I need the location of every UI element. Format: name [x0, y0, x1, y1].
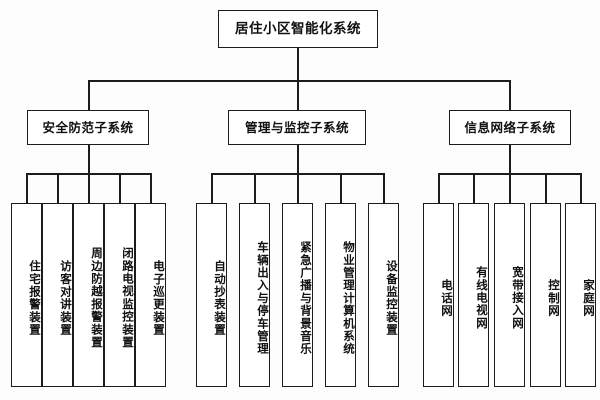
connector-group2-leaf-3 — [297, 173, 299, 203]
connector-group1-leaf-5 — [150, 173, 152, 203]
connector-group2-stem — [297, 145, 299, 173]
connector-branch-3-drop — [509, 80, 511, 110]
connector-group3-leaf-3 — [509, 173, 511, 203]
leaf-node: 自动抄表装置 — [196, 203, 227, 387]
connector-group3-leaf-4 — [545, 173, 547, 203]
leaf-node-label: 控制网 — [547, 278, 561, 318]
connector-level2-bus — [88, 80, 510, 82]
leaf-node: 电话网 — [423, 203, 454, 387]
connector-group2-leaf-4 — [340, 173, 342, 203]
leaf-node-label: 有线电视网 — [475, 266, 489, 330]
connector-group2-leaf-2 — [254, 173, 256, 203]
leaf-node: 有线电视网 — [458, 203, 489, 387]
leaf-node: 宽带接入网 — [494, 203, 525, 387]
leaf-node-label: 紧急广播与背景音乐 — [299, 240, 313, 356]
branch-node-management: 管理与监控子系统 — [228, 110, 366, 145]
leaf-node: 物业管理计算机系统 — [325, 203, 356, 387]
leaf-node-label: 闭路电视监控装置 — [121, 247, 135, 349]
leaf-node: 紧急广播与背景音乐 — [282, 203, 313, 387]
leaf-node-label: 电子巡更装置 — [152, 259, 166, 337]
connector-root-stem — [297, 48, 299, 80]
leaf-node: 家庭网 — [565, 203, 596, 387]
leaf-node: 控制网 — [530, 203, 561, 387]
leaf-node-label: 车辆出入与停车管理 — [256, 240, 270, 356]
leaf-node-label: 自动抄表装置 — [213, 259, 227, 337]
connector-group1-leaf-1 — [26, 173, 28, 203]
branch-node-network-label: 信息网络子系统 — [464, 119, 556, 135]
connector-group2-leaf-5 — [383, 173, 385, 203]
leaf-node-label: 住宅报警装置 — [28, 259, 42, 337]
leaf-node: 住宅报警装置 — [11, 203, 42, 387]
connector-group1-leaf-2 — [57, 173, 59, 203]
root-node-label: 居住小区智能化系统 — [235, 20, 361, 37]
root-node: 居住小区智能化系统 — [218, 10, 378, 48]
leaf-node-label: 家庭网 — [582, 278, 596, 318]
branch-node-management-label: 管理与监控子系统 — [244, 119, 349, 135]
branch-node-security-label: 安全防范子系统 — [42, 119, 134, 135]
leaf-node-label: 设备监控装置 — [385, 259, 399, 337]
leaf-node-label: 电话网 — [440, 278, 454, 318]
connector-branch-2-drop — [297, 80, 299, 110]
leaf-node: 设备监控装置 — [368, 203, 399, 387]
leaf-node: 闭路电视监控装置 — [104, 203, 135, 387]
connector-group1-leaf-4 — [119, 173, 121, 203]
connector-branch-1-drop — [88, 80, 90, 110]
connector-group3-stem — [509, 145, 511, 173]
connector-group3-leaf-5 — [580, 173, 582, 203]
connector-group1-stem — [88, 145, 90, 173]
connector-group1-leaf-3 — [88, 173, 90, 203]
branch-node-security: 安全防范子系统 — [27, 110, 149, 145]
leaf-node-label: 周边防越报警装置 — [90, 247, 104, 349]
leaf-node-label: 物业管理计算机系统 — [342, 240, 356, 356]
leaf-node-label: 宽带接入网 — [511, 266, 525, 330]
branch-node-network: 信息网络子系统 — [449, 110, 571, 145]
leaf-node: 电子巡更装置 — [135, 203, 166, 387]
leaf-node-label: 访客对讲装置 — [59, 259, 73, 337]
leaf-node: 车辆出入与停车管理 — [239, 203, 270, 387]
connector-group2-leaf-1 — [211, 173, 213, 203]
leaf-node: 周边防越报警装置 — [73, 203, 104, 387]
connector-group3-leaf-1 — [438, 173, 440, 203]
leaf-node: 访客对讲装置 — [42, 203, 73, 387]
connector-group3-leaf-2 — [473, 173, 475, 203]
